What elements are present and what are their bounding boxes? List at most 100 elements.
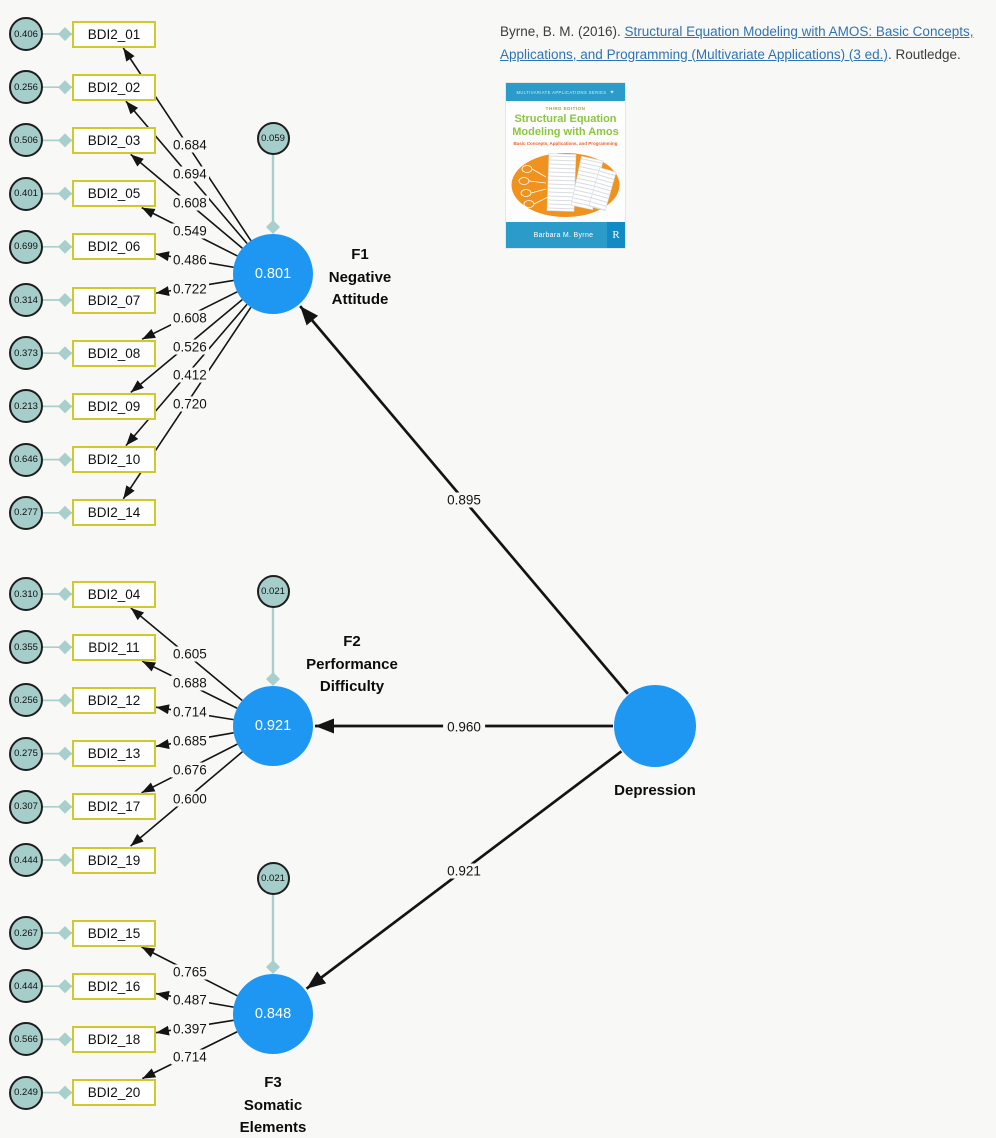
loading-label-bdi2_04: 0.605	[171, 646, 209, 662]
error-circle-bdi2_18: 0.566	[9, 1022, 43, 1057]
book-series-band: MULTIVARIATE APPLICATIONS SERIES ✦	[506, 83, 625, 101]
error-circle-bdi2_09: 0.213	[9, 389, 43, 424]
error-circle-bdi2_10: 0.646	[9, 442, 43, 477]
indicator-box-bdi2_03: BDI2_03	[72, 126, 156, 154]
factor-label-f2-line3: Difficulty	[319, 678, 385, 695]
error-circle-bdi2_03: 0.506	[9, 123, 43, 158]
factor-circle-f2: 0.921	[233, 686, 313, 766]
loading-label-bdi2_07: 0.722	[171, 281, 209, 297]
error-circle-bdi2_04: 0.310	[9, 577, 43, 611]
citation-suffix: . Routledge.	[887, 46, 961, 62]
loading-label-bdi2_12: 0.714	[171, 704, 209, 720]
series-logo-icon: ✦	[609, 89, 615, 96]
indicator-box-bdi2_13: BDI2_13	[72, 740, 156, 768]
indicator-box-bdi2_19: BDI2_19	[72, 846, 156, 874]
indicator-box-bdi2_01: BDI2_01	[72, 20, 156, 48]
indicator-box-bdi2_17: BDI2_17	[72, 793, 156, 821]
loading-label-bdi2_10: 0.412	[171, 367, 209, 383]
loading-label-bdi2_19: 0.600	[171, 791, 209, 807]
loading-label-bdi2_11: 0.688	[171, 675, 209, 691]
depression-circle	[614, 685, 696, 767]
book-author-band: Barbara M. Byrne R	[506, 222, 625, 248]
loading-label-bdi2_09: 0.526	[171, 339, 209, 355]
citation-link-line1[interactable]: Structural Equation Modeling with AMOS: …	[624, 24, 974, 39]
loading-label-bdi2_17: 0.676	[171, 762, 209, 778]
indicator-box-bdi2_06: BDI2_06	[72, 233, 156, 261]
indicator-box-bdi2_09: BDI2_09	[72, 392, 156, 420]
residual-circle-f3: 0.021	[256, 861, 290, 895]
factor-circle-f3: 0.848	[233, 974, 313, 1054]
loading-label-bdi2_16: 0.487	[171, 992, 209, 1008]
error-circle-bdi2_15: 0.267	[9, 916, 43, 950]
loading-label-bdi2_14: 0.720	[171, 396, 209, 412]
loading-label-bdi2_18: 0.397	[171, 1021, 209, 1037]
loading-label-bdi2_20: 0.714	[171, 1049, 209, 1065]
indicator-box-bdi2_07: BDI2_07	[72, 286, 156, 314]
indicator-box-bdi2_12: BDI2_12	[72, 686, 156, 714]
book-author: Barbara M. Byrne	[533, 231, 594, 239]
factor-label-f2-line1: F2	[343, 633, 361, 650]
citation-link-line2[interactable]: Applications, and Programming (Multivari…	[500, 46, 888, 62]
loading-label-bdi2_01: 0.684	[171, 137, 209, 153]
factor-label-f3-line2: Somatic	[243, 1096, 303, 1114]
indicator-box-bdi2_05: BDI2_05	[72, 180, 156, 208]
factor-label-f1-line3: Attitude	[331, 291, 389, 308]
book-edition: THIRD EDITION	[545, 106, 586, 111]
residual-circle-f2: 0.021	[256, 574, 290, 608]
factor-label-f3-line1: F3	[264, 1074, 282, 1091]
indicator-box-bdi2_02: BDI2_02	[72, 73, 156, 101]
loading-label-bdi2_03: 0.608	[171, 195, 209, 211]
indicator-box-bdi2_14: BDI2_14	[72, 499, 156, 527]
error-circle-bdi2_08: 0.373	[9, 336, 43, 371]
publisher-logo: R	[607, 222, 625, 248]
book-title-line2: Modeling with Amos	[512, 126, 619, 138]
book-series-text: MULTIVARIATE APPLICATIONS SERIES	[516, 89, 607, 95]
error-circle-bdi2_12: 0.256	[9, 683, 43, 718]
error-circle-bdi2_06: 0.699	[9, 229, 43, 264]
error-circle-bdi2_16: 0.444	[9, 969, 43, 1004]
indicator-box-bdi2_18: BDI2_18	[72, 1025, 156, 1053]
error-circle-bdi2_02: 0.256	[9, 70, 43, 105]
loading-label-bdi2_06: 0.486	[171, 252, 209, 268]
error-circle-bdi2_13: 0.275	[9, 736, 43, 771]
path-coefficient-depression-f2: 0.960	[443, 719, 485, 735]
factor-label-f2-line2: Performance	[306, 655, 398, 673]
factor-label-f3-line3: Elements	[239, 1119, 307, 1136]
indicator-box-bdi2_04: BDI2_04	[72, 580, 156, 608]
error-circle-bdi2_17: 0.307	[9, 789, 43, 824]
indicator-box-bdi2_08: BDI2_08	[72, 339, 156, 367]
citation-prefix: Byrne, B. M. (2016).	[500, 24, 625, 39]
citation: Byrne, B. M. (2016). Structural Equation…	[500, 21, 973, 66]
error-circle-bdi2_14: 0.277	[9, 495, 43, 530]
book-cover-image: MULTIVARIATE APPLICATIONS SERIES ✦ THIRD…	[506, 83, 625, 248]
residual-circle-f1: 0.059	[256, 121, 290, 155]
error-circle-bdi2_20: 0.249	[9, 1075, 43, 1110]
loading-label-bdi2_08: 0.608	[171, 310, 209, 326]
path-coefficient-depression-f3: 0.921	[443, 863, 485, 879]
loading-label-bdi2_13: 0.685	[171, 733, 209, 749]
indicator-box-bdi2_10: BDI2_10	[72, 446, 156, 474]
book-subtitle: Basic Concepts, Applications, and Progra…	[513, 141, 618, 146]
loading-label-bdi2_05: 0.549	[171, 223, 209, 239]
depression-label: Depression	[614, 782, 696, 799]
indicator-box-bdi2_20: BDI2_20	[72, 1079, 156, 1107]
book-title-line1: Structural Equation	[514, 113, 617, 125]
factor-label-f1-line2: Negative	[328, 268, 392, 286]
error-circle-bdi2_19: 0.444	[9, 843, 43, 877]
indicator-box-bdi2_11: BDI2_11	[72, 633, 156, 661]
factor-circle-f1: 0.801	[233, 234, 313, 314]
indicator-box-bdi2_16: BDI2_16	[72, 972, 156, 1000]
book-cover-art	[511, 153, 620, 217]
loading-label-bdi2_02: 0.694	[171, 166, 209, 182]
error-circle-bdi2_05: 0.401	[9, 176, 43, 211]
path-coefficient-depression-f1: 0.895	[443, 492, 485, 508]
error-circle-bdi2_11: 0.355	[9, 630, 43, 665]
loading-label-bdi2_15: 0.765	[171, 964, 209, 980]
error-circle-bdi2_07: 0.314	[9, 283, 43, 317]
